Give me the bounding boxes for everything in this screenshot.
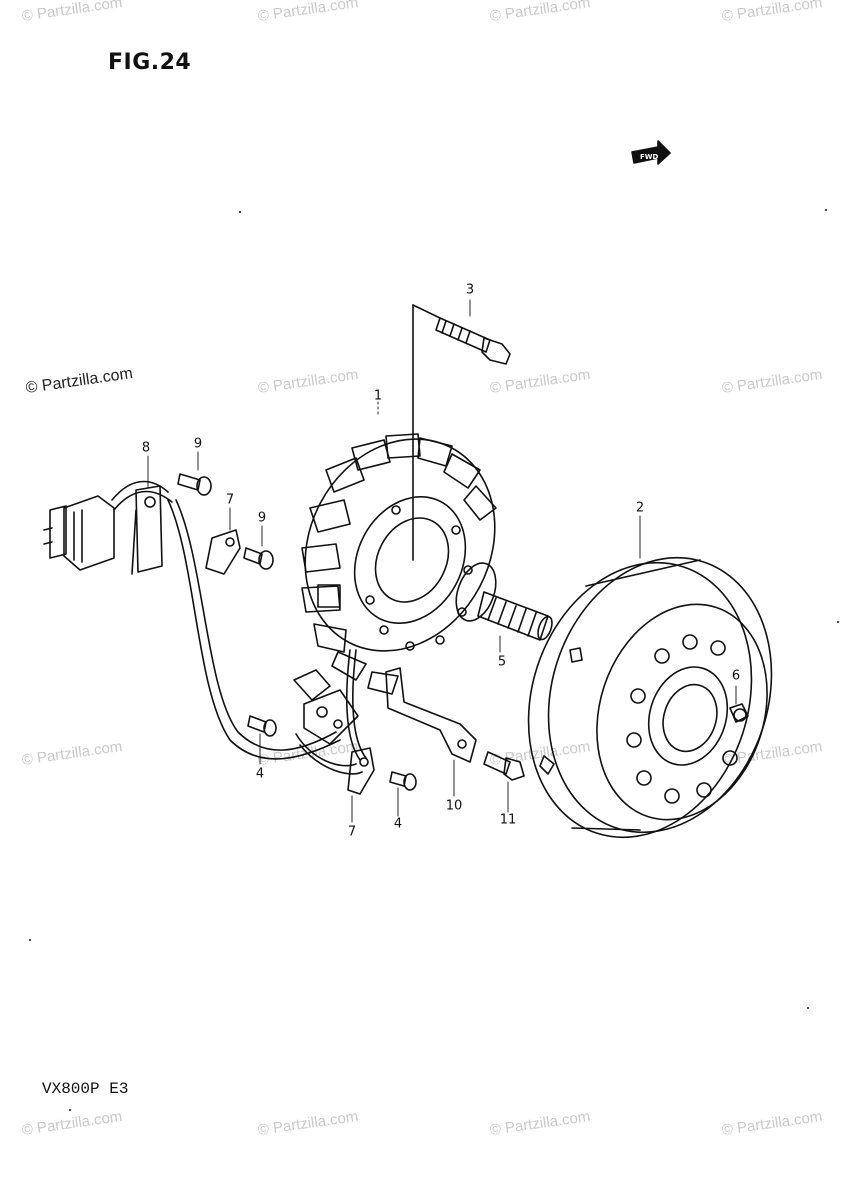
- stator-coil: [301, 433, 497, 695]
- fwd-label: FWD: [640, 153, 659, 161]
- rotor-flywheel: [527, 556, 773, 839]
- wiring-harness: [111, 480, 367, 775]
- bracket-bolt: [483, 751, 525, 781]
- model-code: VX800P E3: [42, 1080, 129, 1098]
- bolt-axis-line: [412, 304, 441, 319]
- stator-bolt: [435, 317, 511, 365]
- callout-9b: 9: [257, 510, 267, 526]
- callout-3: 3: [465, 282, 475, 298]
- callout-7a: 7: [225, 492, 235, 508]
- figure-title: FIG.24: [108, 50, 192, 75]
- clamp-screw: [243, 547, 274, 570]
- wire-coupler: [43, 495, 115, 571]
- wire-clamp: [347, 747, 375, 795]
- scan-specks: [29, 209, 839, 1111]
- pulser-screw: [389, 771, 417, 791]
- callout-4a: 4: [255, 766, 265, 782]
- callout-10: 10: [445, 798, 463, 814]
- callout-1: 1: [373, 388, 383, 404]
- pulser-coil: [293, 669, 359, 745]
- callout-8: 8: [141, 440, 151, 456]
- pulser-screw: [247, 715, 277, 737]
- harness-bracket: [385, 667, 477, 763]
- callout-6: 6: [731, 668, 741, 684]
- harness-clamp: [131, 485, 163, 575]
- callout-9a: 9: [193, 436, 203, 452]
- callout-11: 11: [499, 812, 517, 828]
- callout-4b: 4: [393, 816, 403, 832]
- woodruff-key: [729, 703, 749, 723]
- callout-7b: 7: [347, 824, 357, 840]
- rotor-shaft: [455, 562, 553, 641]
- clamp-screw: [177, 473, 212, 496]
- callout-2: 2: [635, 500, 645, 516]
- leader-lines: [147, 299, 737, 823]
- callout-5: 5: [497, 654, 507, 670]
- forward-arrow-icon: FWD: [631, 140, 671, 165]
- wire-clamp: [205, 529, 241, 575]
